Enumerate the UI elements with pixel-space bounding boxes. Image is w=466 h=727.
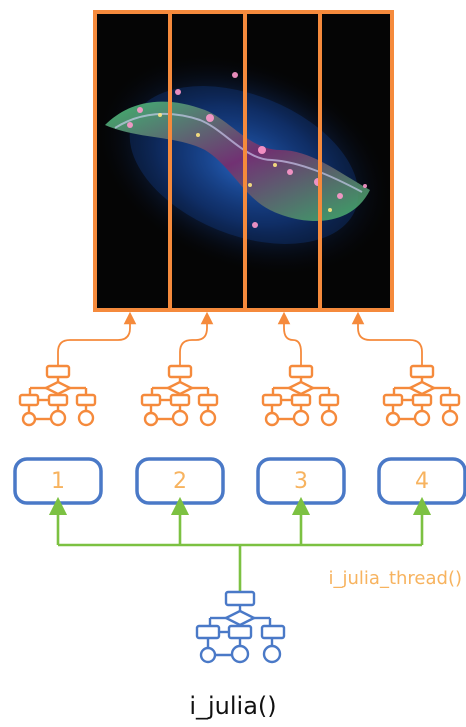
flowchart-icon: [195, 590, 286, 664]
thread-label-1: 1: [51, 468, 65, 494]
thread-function-label: i_julia_thread(): [328, 568, 463, 589]
flowchart-icon: [261, 364, 340, 427]
main-function-label: i_julia(): [189, 692, 277, 720]
thread-label-2: 2: [173, 468, 187, 494]
thread-label-3: 3: [294, 468, 308, 494]
flowchart-icon: [382, 364, 461, 427]
flowchart-icon: [18, 364, 97, 427]
panel-arrows: [57, 311, 423, 366]
fractal-image: [93, 10, 394, 312]
thread-label-4: 4: [415, 468, 429, 494]
flowchart-icon: [140, 364, 219, 427]
thread-spawn-connector: [48, 496, 432, 592]
